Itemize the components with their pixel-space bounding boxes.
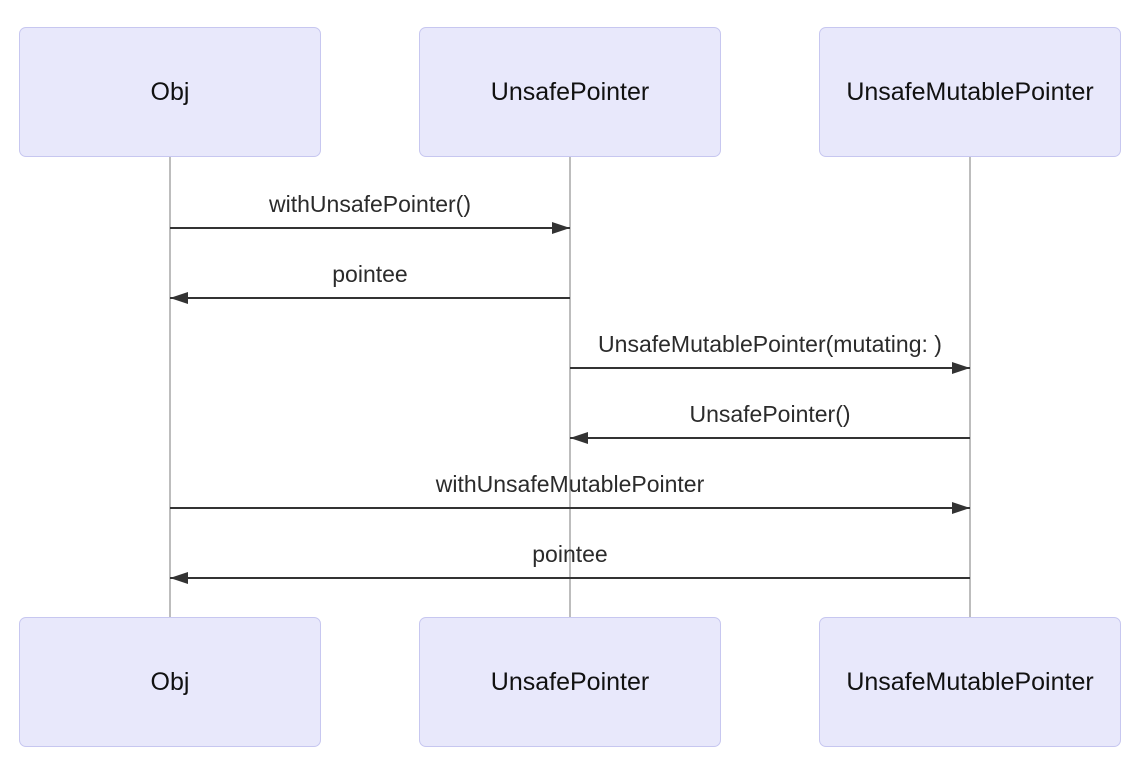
message-label-3: UnsafePointer() [689,401,851,427]
lifeline-unsafeMutablePointer [969,157,971,617]
arrowhead-icon [952,502,970,514]
actor-label-obj: Obj [150,77,190,106]
message-line-3 [570,437,970,439]
actor-label-unsafePointer: UnsafePointer [490,667,650,696]
message-line-5 [170,577,970,579]
actor-box-unsafePointer-top: UnsafePointer [419,27,721,157]
message-line-4 [170,507,970,509]
message-label-0: withUnsafePointer() [269,191,471,217]
actor-box-obj-top: Obj [19,27,321,157]
actor-box-unsafeMutablePointer-top: UnsafeMutablePointer [819,27,1121,157]
arrowhead-icon [552,222,570,234]
message-label-5: pointee [532,541,608,567]
lifeline-unsafePointer [569,157,571,617]
arrowhead-icon [170,572,188,584]
actor-label-unsafeMutablePointer: UnsafeMutablePointer [846,667,1094,696]
message-line-1 [170,297,570,299]
message-label-1: pointee [332,261,408,287]
actor-box-unsafePointer-bottom: UnsafePointer [419,617,721,747]
lifeline-obj [169,157,171,617]
arrowhead-icon [952,362,970,374]
arrowhead-icon [570,432,588,444]
message-label-4: withUnsafeMutablePointer [435,471,705,497]
message-label-2: UnsafeMutablePointer(mutating: ) [598,331,942,357]
actor-label-unsafeMutablePointer: UnsafeMutablePointer [846,77,1094,106]
message-line-0 [170,227,570,229]
actor-box-unsafeMutablePointer-bottom: UnsafeMutablePointer [819,617,1121,747]
arrowhead-icon [170,292,188,304]
actor-box-obj-bottom: Obj [19,617,321,747]
message-line-2 [570,367,970,369]
actor-label-unsafePointer: UnsafePointer [490,77,650,106]
actor-label-obj: Obj [150,667,190,696]
